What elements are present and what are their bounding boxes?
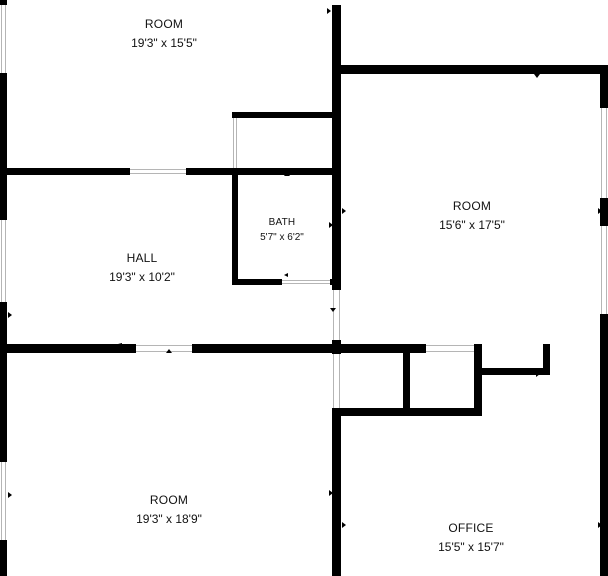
wall-stub-horizontal [478, 368, 550, 375]
room-dimensions: 5'7" x 6'2" [260, 232, 304, 243]
room-right: ROOM 15'6" x 17'5" [439, 199, 505, 232]
room-hall: HALL 19'3" x 10'2" [109, 251, 175, 284]
room-dimensions: 15'5" x 15'7" [438, 540, 504, 554]
room-office: OFFICE 15'5" x 15'7" [438, 521, 504, 554]
room-name: ROOM [145, 17, 183, 31]
room-name: OFFICE [448, 521, 493, 535]
room-bath: BATH 5'7" x 6'2" [260, 217, 304, 243]
room-name: ROOM [453, 199, 491, 213]
wall-right-exterior [600, 65, 608, 576]
wall-stub-vertical [543, 344, 550, 375]
room-dimensions: 19'3" x 10'2" [109, 270, 175, 284]
room-name: HALL [127, 251, 158, 265]
wall-bath-upper-top [232, 112, 336, 118]
tick-marks [8, 8, 602, 528]
room-labels: ROOM 19'3" x 15'5" HALL 19'3" x 10'2" BA… [109, 17, 505, 554]
room-dimensions: 19'3" x 15'5" [131, 36, 197, 50]
wall-hall-bottom [0, 344, 480, 353]
room-name: BATH [269, 217, 296, 228]
wall-closet-right [474, 344, 482, 416]
room-dimensions: 15'6" x 17'5" [439, 218, 505, 232]
room-name: ROOM [150, 493, 188, 507]
wall-closet-bottom [336, 408, 482, 416]
windows [0, 5, 608, 540]
room-top-left: ROOM 19'3" x 15'5" [131, 17, 197, 50]
wall-central-upper [332, 5, 341, 290]
room-bottom-left: ROOM 19'3" x 18'9" [136, 493, 202, 526]
wall-right-room-top [336, 65, 608, 74]
wall-central-lower [332, 408, 341, 576]
room-dimensions: 19'3" x 18'9" [136, 512, 202, 526]
wall-closet-divider [403, 344, 410, 416]
wall-bath-left [232, 168, 238, 285]
